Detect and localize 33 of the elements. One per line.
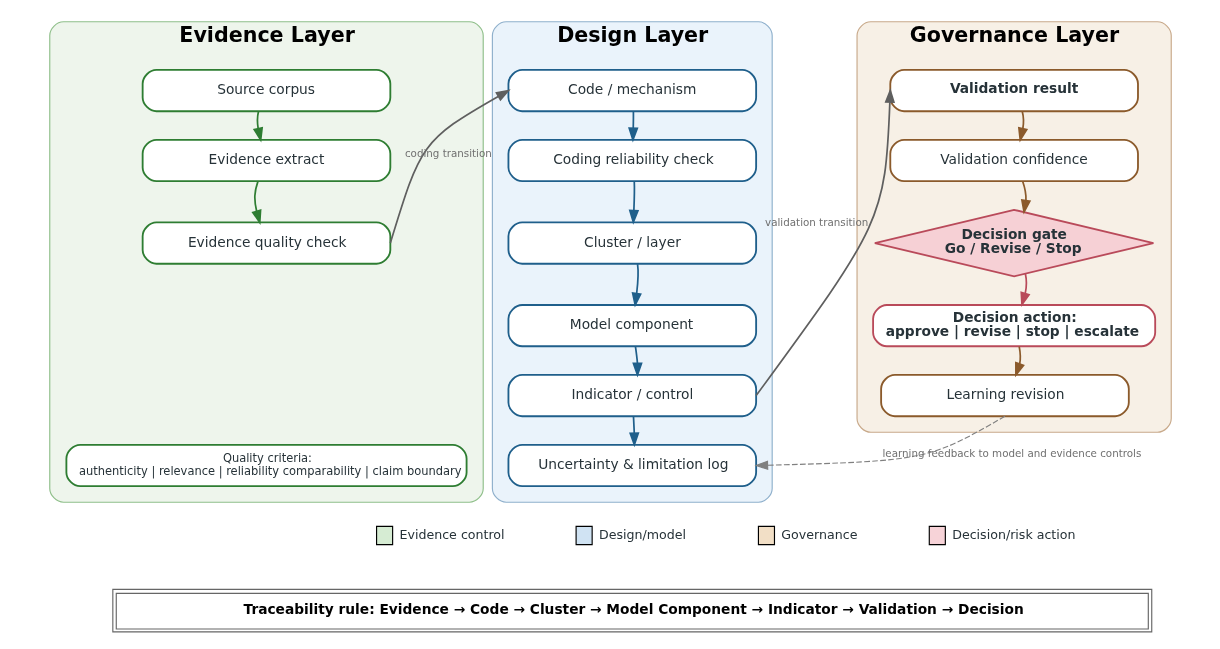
- node-box: Quality criteria: authenticity | relevance | reliability comparability | claim boundary: [64, 444, 467, 488]
- node-box: Indicator / control: [507, 374, 757, 418]
- node-box: Decision action: approve | revise | stop | escalate: [871, 304, 1156, 348]
- node-diamond: Decision gate Go / Revise / Stop: [873, 208, 1154, 278]
- node-box: Validation confidence: [888, 138, 1139, 183]
- arrow: [250, 180, 261, 225]
- legend-label: Governance: [780, 526, 857, 542]
- arrow: [1017, 110, 1028, 143]
- node-box: Evidence extract: [141, 138, 391, 183]
- node-box: Model component: [507, 304, 757, 348]
- node-box: Code / mechanism: [507, 69, 757, 113]
- legend-label: Design/model: [598, 526, 686, 542]
- node-box: Coding reliability check: [507, 138, 757, 183]
- legend-label: Evidence control: [399, 526, 505, 542]
- arrow: [1019, 272, 1030, 308]
- arrow: [754, 87, 895, 397]
- edge-label: learning feedback to model and evidence controls: [881, 447, 1141, 460]
- arrow: [1020, 180, 1031, 215]
- node-box: Uncertainty & limitation log: [507, 444, 757, 488]
- arrow: [388, 89, 511, 244]
- arrow: [628, 180, 639, 225]
- node-box: Evidence quality check: [141, 221, 391, 265]
- label: Traceability rule: Evidence → Code → Cluster → Model Component → Indicator → Validation → Decision: [243, 600, 1024, 617]
- legend-label: Decision/risk action: [951, 526, 1076, 542]
- arrow: [753, 415, 1006, 471]
- arrow: [628, 415, 639, 448]
- node-box: Learning revision: [879, 374, 1130, 418]
- node-box: Source corpus: [141, 69, 391, 113]
- node-box: Validation result: [888, 69, 1139, 113]
- arrow: [1014, 345, 1025, 378]
- arrow: [631, 345, 643, 378]
- node-box: Cluster / layer: [507, 221, 757, 265]
- arrow: [631, 263, 642, 308]
